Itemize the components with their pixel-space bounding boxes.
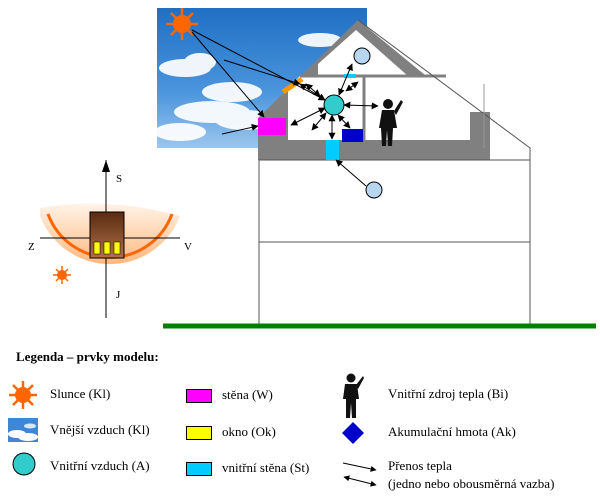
- legend-mass-label: Akumulační hmota (Ak): [388, 424, 516, 439]
- compass-west: Z: [28, 241, 35, 253]
- mass-icon: [342, 422, 364, 444]
- inner-wall-swatch: [186, 462, 212, 476]
- compass-south: J: [116, 289, 121, 301]
- legend-sun-label: Slunce (Kl): [50, 386, 111, 401]
- window-swatch: [186, 426, 212, 440]
- inside-air-icon: [12, 452, 36, 476]
- wall-swatch: [186, 389, 212, 403]
- legend-inner-wall-label: vnitřní stěna (St): [222, 460, 310, 475]
- legend-inside-air-label: Vnitřní vzduch (A): [50, 458, 150, 473]
- compass-east: V: [184, 241, 192, 253]
- lower-air-node: [365, 181, 383, 199]
- sun-icon: [9, 381, 37, 409]
- building-model-diagram: S J Z V: [28, 8, 596, 329]
- legend-window-label: okno (Ok): [222, 424, 276, 439]
- inner-wall-element: [326, 140, 339, 160]
- outside-air-icon: [8, 418, 38, 442]
- mass-element: [342, 129, 363, 142]
- sun-path-compass: [40, 160, 180, 318]
- legend-title: Legenda – prvky modelu:: [16, 349, 159, 364]
- sun-icon: [166, 8, 198, 40]
- compass-north: S: [116, 173, 122, 185]
- legend-transfer-label: Přenos tepla: [388, 458, 452, 473]
- legend-transfer-sublabel: (jedno nebo obousměrná vazba): [388, 476, 555, 491]
- inside-air-node: [323, 94, 345, 116]
- upper-air-node: [353, 47, 371, 65]
- heat-transfer-arrow-icon: [342, 462, 377, 487]
- heat-source-person: [379, 99, 403, 146]
- legend-outside-air-label: Vnější vzduch (Kl): [50, 422, 150, 437]
- legend-wall-label: stěna (W): [222, 387, 273, 402]
- heat-source-person-icon: [343, 373, 364, 418]
- legend-heat-source-label: Vnitřní zdroj tepla (Bi): [388, 386, 509, 401]
- heat-transfer-arrows: [191, 29, 379, 187]
- wall-element: [258, 118, 286, 135]
